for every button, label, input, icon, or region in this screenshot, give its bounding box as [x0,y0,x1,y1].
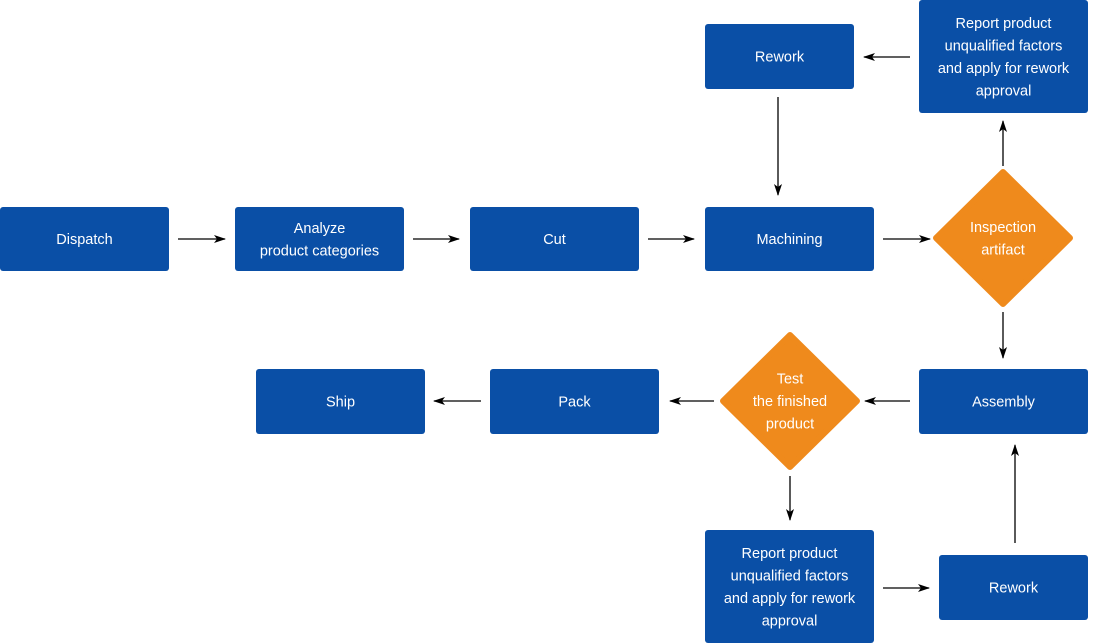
decision-diamond-shape [933,169,1073,307]
node-label-line: product [766,417,814,433]
process-box-shape [0,207,169,271]
process-box-shape [470,207,639,271]
node-label-line: Report product [742,546,838,562]
node-test: Test the finished product [720,332,860,470]
node-inspection: Inspection artifact [933,169,1073,307]
node-label-line: Pack [558,395,591,411]
node-label-line: product categories [260,243,379,259]
node-cut: Cut [470,207,639,271]
node-ship: Ship [256,369,425,434]
process-box-shape [939,555,1088,620]
node-label-line: approval [976,83,1032,99]
node-label-line: unqualified factors [731,568,849,584]
node-label-line: Rework [755,50,805,66]
node-label-line: Dispatch [56,232,112,248]
node-rework-top: Rework [705,24,854,89]
node-label-line: Analyze [294,221,346,237]
node-machining: Machining [705,207,874,271]
node-label-line: Inspection [970,220,1036,236]
node-label-line: Report product [956,16,1052,32]
node-report-bottom: Report product unqualified factors and app… [705,530,874,643]
process-box-shape [256,369,425,434]
node-label-line: Test [777,372,804,388]
process-box-shape [919,369,1088,434]
node-analyze: Analyze product categories [235,207,404,271]
node-label-line: and apply for rework [938,61,1070,77]
process-box-shape [705,24,854,89]
node-label-line: Assembly [972,395,1036,411]
node-assembly: Assembly [919,369,1088,434]
node-label-line: Ship [326,395,355,411]
process-box-shape [235,207,404,271]
process-box-shape [705,207,874,271]
process-box-shape [919,0,1088,113]
node-label-line: unqualified factors [945,38,1063,54]
node-rework-bottom: Rework [939,555,1088,620]
decision-diamond-shape [720,332,860,470]
process-box-shape [490,369,659,434]
node-report-top: Report product unqualified factors and app… [919,0,1088,113]
node-label-line: Cut [543,232,566,248]
node-dispatch: Dispatch [0,207,169,271]
node-label-line: and apply for rework [724,591,856,607]
node-label-line: approval [762,613,818,629]
node-label-line: artifact [981,242,1025,258]
node-label-line: Rework [989,581,1039,597]
process-box-shape [705,530,874,643]
node-label-line: Machining [756,232,822,248]
connectors [178,53,1019,592]
node-pack: Pack [490,369,659,434]
node-label-line: the finished [753,394,827,410]
